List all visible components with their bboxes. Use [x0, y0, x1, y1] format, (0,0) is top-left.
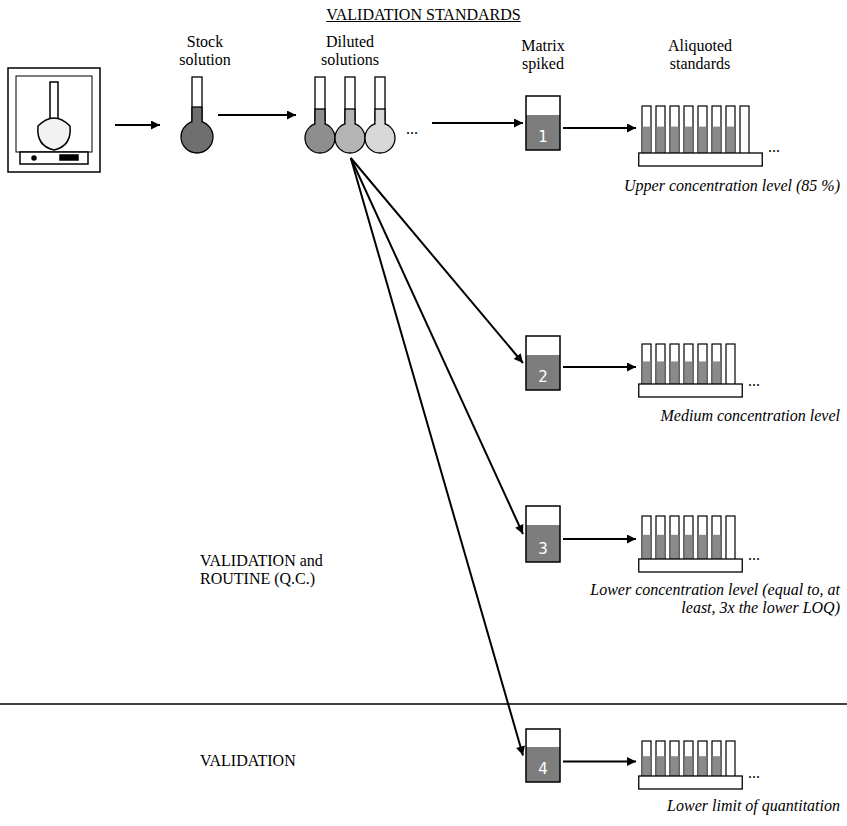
rack-outline [638, 343, 743, 398]
arrow-connector [563, 538, 636, 540]
ellipsis: ... [748, 546, 760, 564]
arrow-connector [351, 158, 523, 534]
arrow-connector [351, 158, 523, 363]
rack-outline [638, 105, 763, 167]
diluted-flasks: Diluted solutions [298, 75, 430, 155]
arrow-connector [563, 761, 636, 763]
tube-rack: Aliquoted standardsUpper concentration l… [638, 105, 763, 167]
section-label: VALIDATION and ROUTINE (Q.C.) [200, 552, 350, 589]
ellipsis: ... [768, 138, 780, 156]
beaker-number: 1 [525, 129, 561, 146]
beaker-number: 3 [525, 541, 561, 558]
level-caption: Medium concentration level [661, 407, 841, 425]
spiked-beaker: 2 [525, 335, 561, 391]
beaker-number: 4 [525, 761, 561, 778]
divider-line [0, 703, 847, 705]
arrow-connector [432, 122, 523, 124]
arrow-connector [563, 127, 636, 129]
level-caption: Lower limit of quantitation [667, 797, 840, 815]
tube-rack: Lower limit of quantitation [638, 740, 743, 790]
arrow [115, 124, 160, 126]
column-heading: Stock solution [170, 33, 240, 70]
tube-rack: Medium concentration level [638, 343, 743, 398]
rack-outline [638, 740, 743, 790]
ellipsis: ... [748, 764, 760, 782]
rack-outline [638, 515, 743, 573]
spiked-beaker: Matrix spiked1 [525, 95, 561, 151]
flask-outline [178, 75, 216, 155]
stock-flask: Stock solution [178, 75, 216, 155]
spiked-beaker: 4 [525, 728, 561, 783]
arrow-connector [351, 158, 523, 756]
tube-rack: Lower concentration level (equal to, at … [638, 515, 743, 573]
ellipsis: ... [406, 120, 418, 138]
column-heading: Matrix spiked [508, 37, 578, 74]
balance-illustration [8, 68, 100, 172]
level-caption: Upper concentration level (85 %) [624, 177, 840, 195]
arrow-connector [218, 114, 296, 116]
column-heading: Diluted solutions [310, 33, 390, 70]
level-caption: Lower concentration level (equal to, at … [575, 581, 840, 618]
diagram-title: VALIDATION STANDARDS [0, 6, 847, 24]
column-heading: Aliquoted standards [650, 37, 750, 74]
section-label: VALIDATION [200, 752, 296, 770]
arrow-connector [563, 366, 636, 368]
spiked-beaker: 3 [525, 505, 561, 563]
beaker-number: 2 [525, 369, 561, 386]
flask-outline [298, 75, 430, 155]
ellipsis: ... [748, 372, 760, 390]
